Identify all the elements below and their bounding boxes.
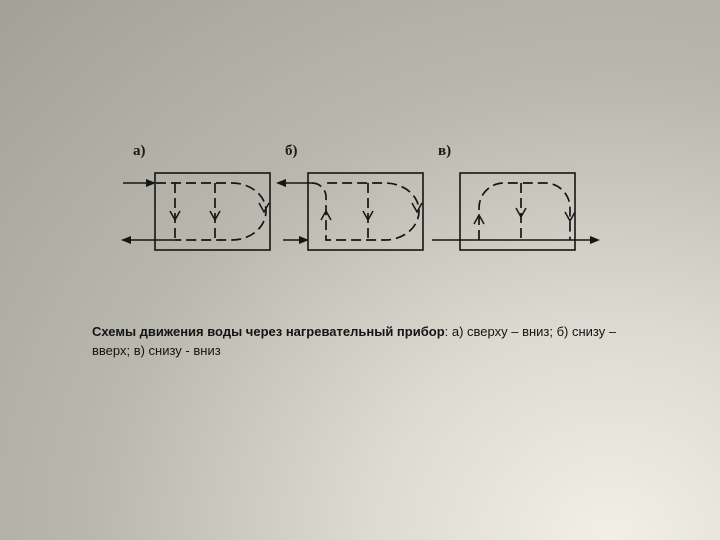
caption: Схемы движения воды через нагревательный… — [92, 322, 652, 360]
panel-b: б) — [276, 143, 424, 251]
down-arrow-icon — [209, 210, 221, 222]
outlet-arrow-a — [121, 236, 131, 244]
panel-a: а) — [121, 143, 271, 251]
outlet-arrow-b — [276, 179, 286, 187]
down-arrow-icon — [258, 202, 270, 214]
radiator-box-a — [154, 172, 271, 251]
down-arrow-icon — [411, 202, 423, 214]
panel-c-label: в) — [438, 143, 451, 159]
outlet-arrow-c — [590, 236, 600, 244]
panel-a-label: а) — [133, 143, 146, 159]
panel-b-label: б) — [285, 143, 298, 159]
inlet-arrow-a — [146, 179, 156, 187]
flow-path-c — [478, 182, 571, 240]
down-arrow-icon — [169, 210, 181, 222]
caption-title: Схемы движения воды через нагревательный… — [92, 324, 445, 339]
down-arrow-icon — [362, 210, 374, 222]
flow-path-a — [156, 182, 267, 241]
radiator-box-c — [459, 172, 576, 251]
panel-c: в) — [432, 143, 600, 251]
caption-details: : а) сверху – вниз; б) снизу – вверх; в)… — [92, 324, 617, 358]
down-arrow-icon — [515, 207, 527, 219]
up-arrow-icon — [473, 213, 485, 225]
inlet-arrow-b — [299, 236, 309, 244]
down-arrow-icon — [564, 211, 576, 223]
up-arrow-icon — [320, 209, 332, 221]
radiator-box-b — [307, 172, 424, 251]
flow-path-b — [311, 182, 420, 241]
